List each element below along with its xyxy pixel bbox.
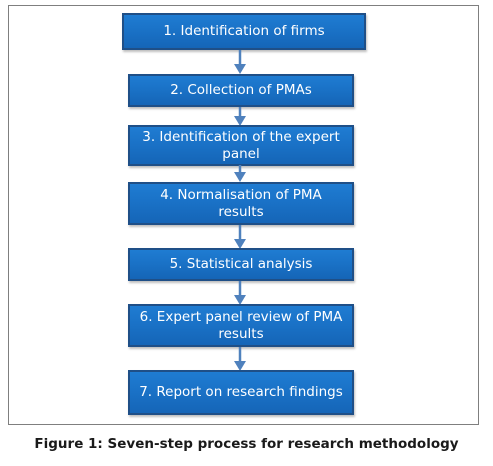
step-5-label: 5. Statistical analysis (169, 256, 313, 272)
arrow-5-6 (233, 281, 247, 306)
step-4-label: 4. Normalisation of PMA results (160, 186, 322, 220)
step-2-box: 2. Collection of PMAs (128, 74, 354, 107)
step-7-box: 7. Report on research findings (128, 370, 354, 415)
arrow-2-3 (233, 107, 247, 127)
step-6-label: 6. Expert panel review of PMA results (139, 308, 343, 342)
step-1-box: 1. Identification of firms (122, 13, 366, 50)
step-6-box: 6. Expert panel review of PMA results (128, 304, 354, 347)
step-3-label: 3. Identification of the expert panel (142, 128, 340, 162)
step-1-label: 1. Identification of firms (163, 23, 325, 39)
step-3-box: 3. Identification of the expert panel (128, 125, 354, 166)
arrow-3-4 (233, 165, 247, 183)
step-7-label: 7. Report on research findings (139, 384, 343, 400)
arrow-6-7 (233, 347, 247, 372)
arrow-4-5 (233, 225, 247, 250)
step-4-box: 4. Normalisation of PMA results (128, 182, 354, 225)
step-2-label: 2. Collection of PMAs (170, 82, 312, 98)
step-5-box: 5. Statistical analysis (128, 248, 354, 281)
arrow-1-2 (233, 50, 247, 75)
figure-caption: Figure 1: Seven-step process for researc… (34, 436, 459, 452)
